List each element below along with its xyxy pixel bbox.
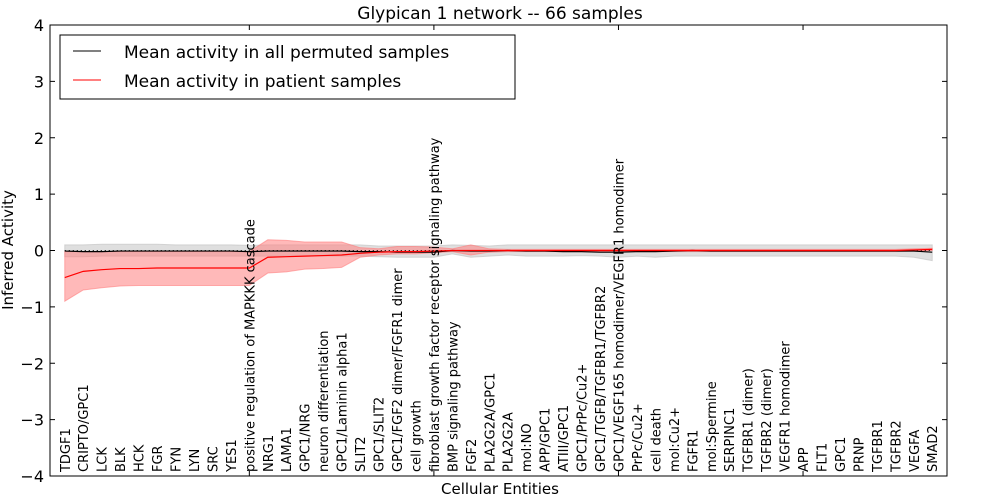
x-tick-label: SMAD2 bbox=[926, 425, 941, 472]
y-tick-label: 2 bbox=[34, 129, 44, 148]
x-tick-label: fibroblast growth factor receptor signal… bbox=[428, 137, 443, 472]
x-tick-label: TGFBR2 (dimer) bbox=[760, 368, 775, 473]
y-tick-label: 0 bbox=[34, 242, 44, 261]
x-tick-label: SERPINC1 bbox=[723, 408, 738, 472]
legend-label-patient: Mean activity in patient samples bbox=[124, 72, 401, 92]
y-axis-label: Inferred Activity bbox=[0, 190, 17, 310]
x-tick-label: GPC1/TGFB/TGFBR1/TGFBR2 bbox=[594, 286, 609, 472]
x-tick-label: SLIT2 bbox=[354, 436, 369, 472]
x-tick-label: FGF2 bbox=[465, 439, 480, 472]
x-tick-label: GPC1/FGF2 dimer/FGFR1 dimer bbox=[391, 268, 406, 472]
chart-title: Glypican 1 network -- 66 samples bbox=[357, 4, 643, 24]
y-tick-label: −4 bbox=[20, 467, 44, 486]
x-tick-label: FLT1 bbox=[815, 443, 830, 472]
x-tick-label: CRIPTO/GPC1 bbox=[77, 384, 92, 472]
x-axis-label: Cellular Entities bbox=[441, 480, 559, 498]
x-tick-label: neuron differentiation bbox=[317, 330, 332, 472]
x-tick-label: LYN bbox=[188, 449, 203, 472]
legend-label-permuted: Mean activity in all permuted samples bbox=[124, 43, 449, 63]
y-tick-label: −3 bbox=[20, 411, 44, 430]
x-tick-label: NRG1 bbox=[262, 435, 277, 472]
x-tick-label: VEGFR1 homodimer bbox=[779, 341, 794, 472]
x-tick-label: FGR bbox=[151, 445, 166, 472]
series-line-patient bbox=[64, 248, 933, 279]
x-tick-label: PrPc/Cu2+ bbox=[631, 403, 646, 472]
x-tick-label: VEGFA bbox=[908, 430, 923, 472]
x-tick-label: PRNP bbox=[852, 437, 867, 472]
x-tick-label: GPC1 bbox=[834, 437, 849, 472]
y-tick-label: 4 bbox=[34, 16, 44, 35]
x-tick-label: GPC1/Laminin alpha1 bbox=[336, 332, 351, 472]
x-tick-label: LCK bbox=[96, 447, 111, 472]
x-tick-label: TGFBR1 bbox=[871, 420, 886, 473]
legend: Mean activity in all permuted samples Me… bbox=[59, 34, 516, 100]
x-tick-label: FGFR1 bbox=[686, 430, 701, 472]
y-tick-label: −2 bbox=[20, 354, 44, 373]
x-tick-label: GPC1/SLIT2 bbox=[373, 397, 388, 472]
plot-frame bbox=[49, 24, 948, 477]
x-tick-label: BLK bbox=[114, 447, 129, 472]
x-tick-label: APP bbox=[797, 447, 812, 472]
x-tick-label: PLA2G2A/GPC1 bbox=[483, 373, 498, 472]
legend-box bbox=[59, 34, 516, 100]
x-tick-label: FYN bbox=[170, 447, 185, 472]
x-tick-label: TGFBR2 bbox=[889, 420, 904, 473]
x-tick-label: GPC1/PrPc/Cu2+ bbox=[576, 364, 591, 472]
x-tick-label: mol:Cu2+ bbox=[668, 407, 683, 472]
y-tick-label: −1 bbox=[20, 298, 44, 317]
x-tick-label: mol:NO bbox=[520, 423, 535, 472]
x-tick-label: BMP signaling pathway bbox=[446, 321, 461, 472]
x-tick-label: TGFBR1 (dimer) bbox=[742, 368, 757, 473]
x-tick-label: ATIII/GPC1 bbox=[557, 405, 572, 472]
x-tick-label: GPC1/VEGF165 homodimer/VEGFR1 homodimer bbox=[612, 158, 627, 472]
lines bbox=[64, 248, 933, 279]
x-tick-label: LAMA1 bbox=[280, 427, 295, 472]
band-patient bbox=[64, 239, 933, 303]
x-tick-label: TDGF1 bbox=[59, 428, 74, 473]
x-tick-label: mol:Spermine bbox=[705, 381, 720, 472]
x-tick-label: PLA2G2A bbox=[502, 412, 517, 472]
x-tick-label: HCK bbox=[133, 444, 148, 472]
x-tick-label: APP/GPC1 bbox=[539, 408, 554, 472]
x-tick-label: cell growth bbox=[409, 400, 424, 472]
x-tick-label: YES1 bbox=[225, 439, 240, 473]
x-tick-label: cell death bbox=[649, 408, 664, 472]
bands bbox=[64, 239, 933, 303]
y-tick-label: 3 bbox=[34, 72, 44, 91]
x-tick-label: GPC1/NRG bbox=[299, 404, 314, 472]
x-tick-label: positive regulation of MAPKKK cascade bbox=[243, 219, 258, 472]
x-tick-label: SRC bbox=[206, 446, 221, 472]
y-tick-label: 1 bbox=[34, 185, 44, 204]
